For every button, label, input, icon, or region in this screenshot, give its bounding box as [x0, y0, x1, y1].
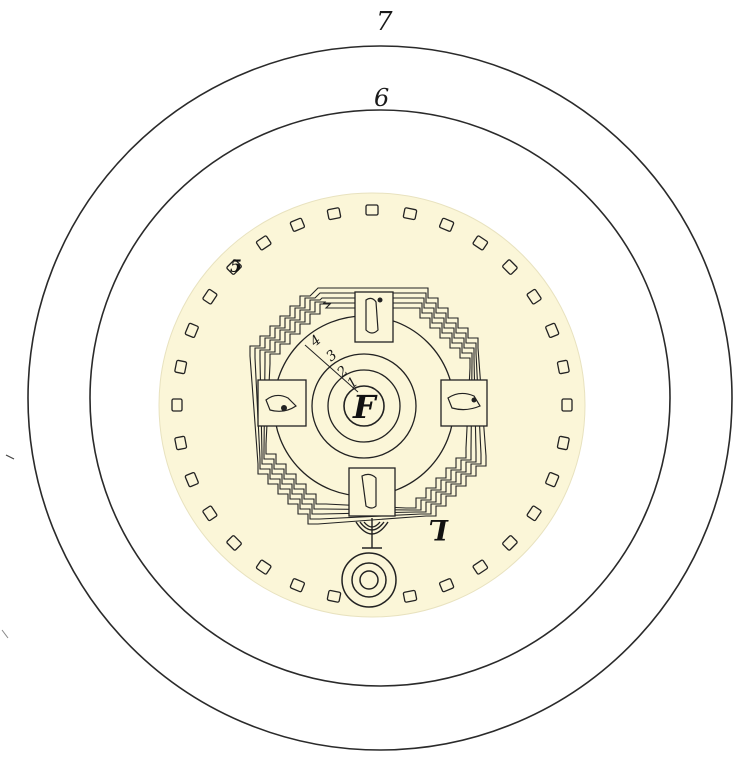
outer-ring-label: 7 — [376, 7, 393, 37]
left-tick-mark-2 — [2, 630, 8, 638]
corner-label: L — [428, 513, 449, 546]
figure-panel-top — [355, 292, 393, 342]
arc-label: 5 — [230, 257, 242, 277]
figure-panel-left — [258, 380, 306, 426]
figure-panel-bottom — [349, 468, 395, 516]
middle-ring-label: 6 — [374, 84, 389, 112]
figure-panel-right — [441, 380, 487, 426]
left-tick-mark — [6, 455, 14, 459]
center-label: F — [352, 388, 378, 426]
